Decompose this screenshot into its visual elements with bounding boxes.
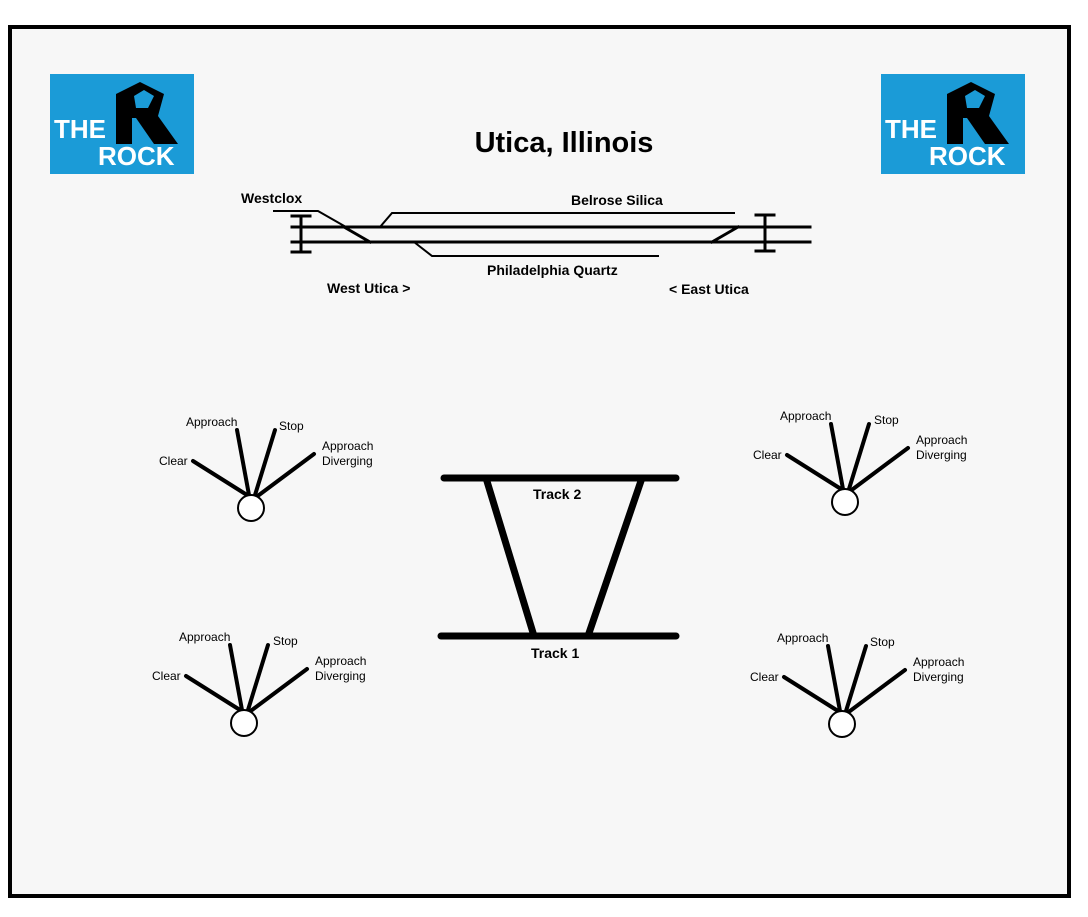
signal-label-stop: Stop (870, 635, 895, 649)
signal-label-clear: Clear (152, 669, 181, 683)
signal-label-approach: Approach (777, 631, 829, 645)
svg-text:ROCK: ROCK (929, 141, 1006, 171)
signal-label-clear: Clear (750, 670, 779, 684)
crossover-left (341, 224, 373, 245)
svg-text:ROCK: ROCK (98, 141, 175, 171)
signal-head (831, 488, 859, 516)
crossover-left-leg (482, 474, 538, 640)
crossover-right (709, 224, 741, 245)
signal-label-stop: Stop (874, 413, 899, 427)
label-philadelphia-quartz: Philadelphia Quartz (487, 262, 618, 278)
the-rock-logo-right: THE ROCK (881, 74, 1025, 174)
label-belrose-silica: Belrose Silica (571, 192, 663, 208)
signal-top-right (785, 422, 910, 516)
signal-bottom-right (782, 644, 907, 738)
page-title: Utica, Illinois (474, 127, 654, 159)
label-track-2: Track 2 (533, 486, 582, 502)
signal-head (237, 494, 265, 522)
westclox-spur (273, 210, 348, 229)
label-track-1: Track 1 (531, 645, 580, 661)
signal-label-clear: Clear (159, 454, 188, 468)
signal-label-approach: Approach (186, 415, 238, 429)
label-east-utica: < East Utica (669, 281, 749, 297)
signal-label-stop: Stop (279, 419, 304, 433)
signal-top-left (191, 428, 316, 522)
signal-head (828, 710, 856, 738)
the-rock-logo-left: THE ROCK (50, 74, 194, 174)
signal-label-clear: Clear (753, 448, 782, 462)
svg-text:THE: THE (54, 114, 106, 144)
signal-bottom-left (184, 643, 309, 737)
philadelphia-spur (412, 240, 659, 257)
signal-head (230, 709, 258, 737)
crossover-right-leg (584, 474, 646, 640)
crossover-diagram (437, 474, 680, 640)
signal-label-stop: Stop (273, 634, 298, 648)
signal-label-approach: Approach (780, 409, 832, 423)
label-west-utica: West Utica > (327, 280, 411, 296)
belrose-spur (378, 212, 735, 229)
signal-label-approach: Approach (179, 630, 231, 644)
svg-text:THE: THE (885, 114, 937, 144)
label-westclox: Westclox (241, 190, 303, 206)
